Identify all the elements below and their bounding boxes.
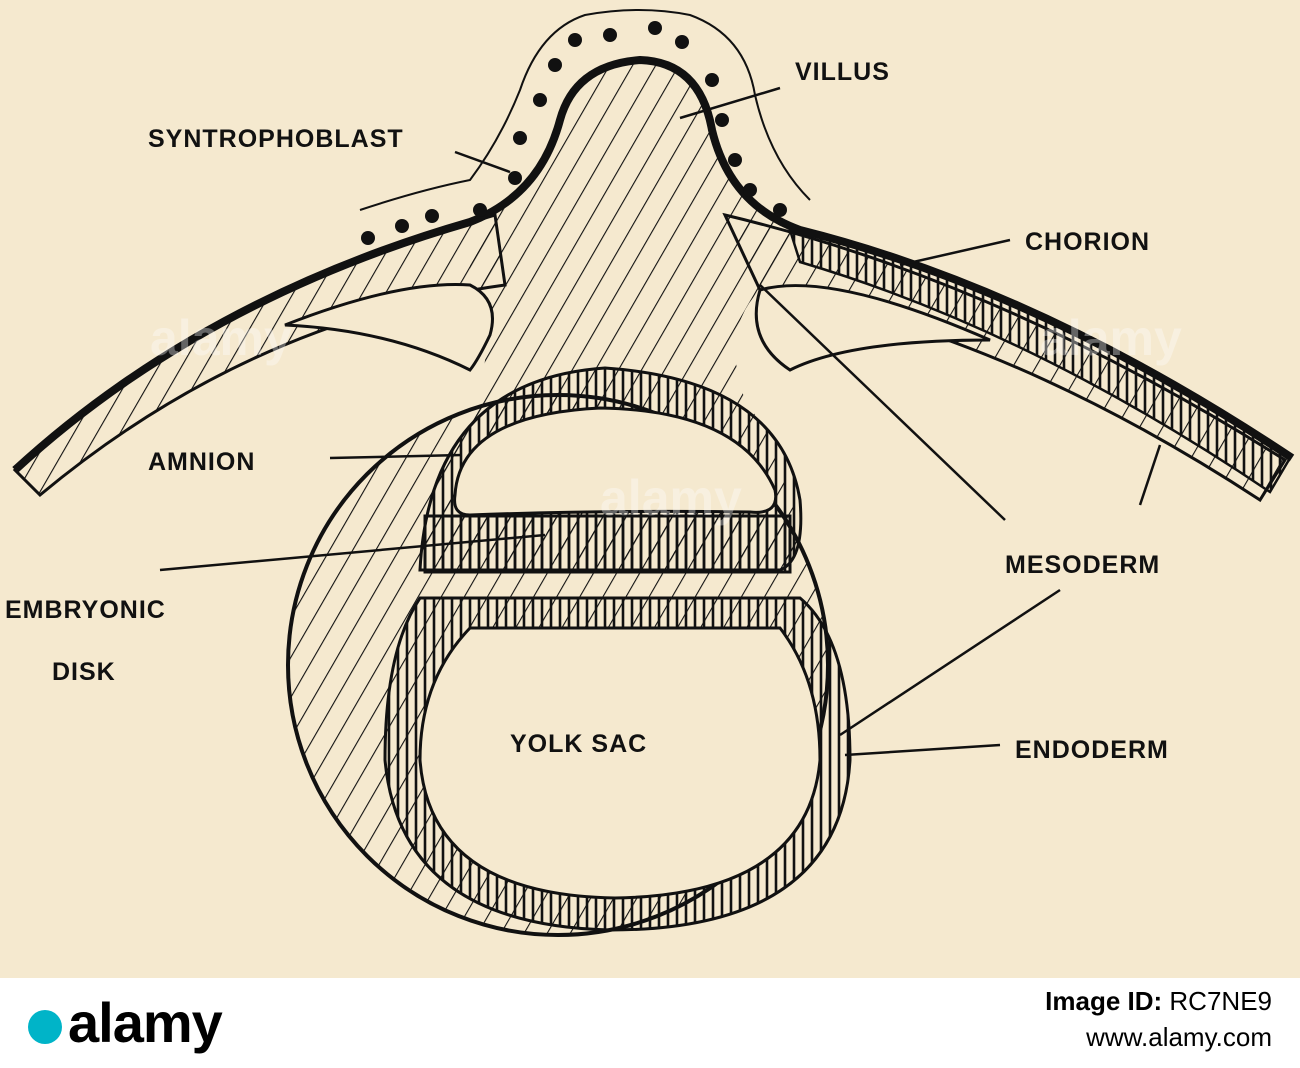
brand-logo[interactable]: alamy (28, 990, 223, 1055)
label-embryonic-disk-line2: DISK (52, 658, 116, 686)
label-endoderm: ENDODERM (1015, 736, 1169, 764)
embryo-diagram: VILLUS SYNTROPHOBLAST CHORION AMNION MES… (5, 9, 1295, 937)
image-id: Image ID: RC7NE9 (1045, 986, 1272, 1017)
label-yolk-sac: YOLK SAC (510, 730, 647, 758)
watermark-right: alamy (1040, 310, 1182, 366)
exocoelom-left (284, 283, 494, 372)
brand-mark-icon (28, 1010, 62, 1045)
amnion-cavity (453, 406, 778, 517)
label-amnion: AMNION (148, 448, 255, 476)
label-chorion: CHORION (1025, 228, 1150, 256)
embryonic-disk (423, 514, 792, 574)
label-syntrophoblast: SYNTROPHOBLAST (148, 125, 404, 153)
label-embryonic-disk-line1: EMBRYONIC (5, 596, 166, 624)
image-id-value: RC7NE9 (1169, 986, 1272, 1016)
watermark-left: alamy (150, 310, 292, 366)
syntrophoblast-nuclei (361, 21, 787, 245)
site-url[interactable]: www.alamy.com (1086, 1022, 1272, 1052)
label-mesoderm: MESODERM (1005, 551, 1160, 579)
label-villus: VILLUS (795, 58, 890, 86)
brand-name: alamy (68, 991, 223, 1054)
yolk-sac-cavity (418, 626, 822, 900)
leader-lines (159, 86, 1162, 757)
stock-footer: alamy Image ID: RC7NE9 www.alamy.com (0, 978, 1300, 1068)
watermark-center: alamy (600, 470, 742, 526)
image-id-label: Image ID: (1045, 986, 1163, 1016)
diagram-area: VILLUS SYNTROPHOBLAST CHORION AMNION MES… (0, 0, 1300, 978)
exocoelom-right (754, 284, 991, 372)
